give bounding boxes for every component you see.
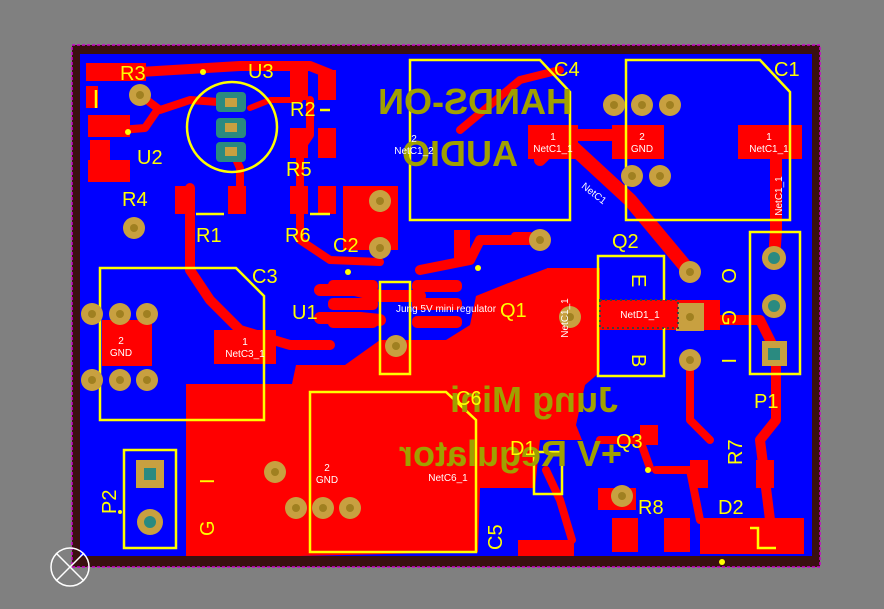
- designator-c3: C3: [252, 266, 278, 288]
- q2-net: NetD1_1: [620, 310, 660, 321]
- c4-pin2-net: NetC1_2: [394, 146, 434, 157]
- designator-q2: Q2: [612, 231, 639, 253]
- c6-pin2-number: 2: [324, 463, 330, 474]
- smd-pads: [86, 70, 802, 556]
- p1-pin-i: I: [717, 358, 739, 364]
- designator-r6: R6: [285, 225, 311, 247]
- designators: R3 U3 R2 U2 R5 R4 R1 R6 C2 C3 U1 C4 C1 Q…: [99, 59, 800, 550]
- p2-pin-i: I: [197, 478, 219, 484]
- c3-pin2-number: 2: [118, 336, 124, 347]
- designator-c2: C2: [333, 235, 359, 257]
- designator-r4: R4: [122, 189, 148, 211]
- pin1-dots: [118, 69, 725, 565]
- regulator-label: Jung 5V mini regulator: [396, 304, 497, 315]
- c3-pin2-net: GND: [110, 348, 132, 359]
- c3-pin1-net: NetC3_1: [225, 349, 265, 360]
- p2-pin-g: G: [197, 520, 219, 536]
- c1-pin1-net: NetC1_1: [749, 144, 789, 155]
- designator-c6: C6: [456, 388, 482, 410]
- designator-q3: Q3: [616, 431, 643, 453]
- q2-pin-b: B: [627, 354, 649, 367]
- q2-net-stripe: [599, 299, 679, 329]
- designator-r5: R5: [286, 159, 312, 181]
- p1-pin-g: G: [717, 310, 739, 326]
- c6-pin1-net: NetC6_1: [428, 473, 468, 484]
- designator-r7: R7: [725, 439, 747, 465]
- designator-r1: R1: [196, 225, 222, 247]
- bottom-silk-text: HANDS-ON AUDIO Jung Mini +V Regulator: [378, 81, 622, 474]
- designator-r3: R3: [120, 63, 146, 85]
- copper-area-u2-left: [86, 63, 146, 81]
- designator-c1: C1: [774, 59, 800, 81]
- mirrored-title-2: AUDIO: [402, 133, 518, 174]
- designator-r2: R2: [290, 99, 316, 121]
- copper-area-u2b: [88, 160, 130, 182]
- c3-pin1-number: 1: [242, 337, 248, 348]
- origin-marker-icon: [50, 547, 90, 587]
- pad-holes: [144, 252, 780, 528]
- p1-pin-o: O: [717, 268, 739, 284]
- pad-net-labels: 2 NetC1_2 1 NetC1_1 2 GND 1 NetC1_1 2 GN…: [110, 132, 789, 486]
- designator-d1: D1: [510, 438, 536, 460]
- designator-u1: U1: [292, 302, 318, 324]
- pad-drills: [88, 91, 694, 512]
- designator-p2: P2: [99, 490, 121, 514]
- mirrored-title-1: HANDS-ON: [378, 81, 572, 122]
- c4-pin2-number: 2: [411, 134, 417, 145]
- mirrored-sub-2: +V Regulator: [399, 433, 622, 474]
- designator-u3: U3: [248, 61, 274, 83]
- c1-pin2-number: 2: [639, 132, 645, 143]
- designator-c5: C5: [485, 524, 507, 550]
- vertical-net-label: NetC1_1: [774, 176, 785, 216]
- c1-pin1-number: 1: [766, 132, 772, 143]
- designator-d2: D2: [718, 497, 744, 519]
- designator-c4: C4: [554, 59, 580, 81]
- top-copper-pour-main: [186, 268, 600, 556]
- c6-pin2-net: GND: [316, 475, 338, 486]
- c4-pin1-number: 1: [550, 132, 556, 143]
- c1-pin2-net: GND: [631, 144, 653, 155]
- pin-labels: E B O G I G I: [197, 268, 739, 536]
- q1-net: NetC1_1: [560, 298, 571, 338]
- q2-pin-e: E: [627, 274, 649, 287]
- mirrored-sub-1: Jung Mini: [450, 379, 618, 420]
- designator-u2: U2: [137, 147, 163, 169]
- silkscreen-outlines: [94, 58, 802, 554]
- designator-p1: P1: [754, 391, 778, 413]
- designator-q1: Q1: [500, 300, 527, 322]
- c4-pin1-net: NetC1_1: [533, 144, 573, 155]
- designator-r8: R8: [638, 497, 664, 519]
- u3-pads: [216, 92, 246, 162]
